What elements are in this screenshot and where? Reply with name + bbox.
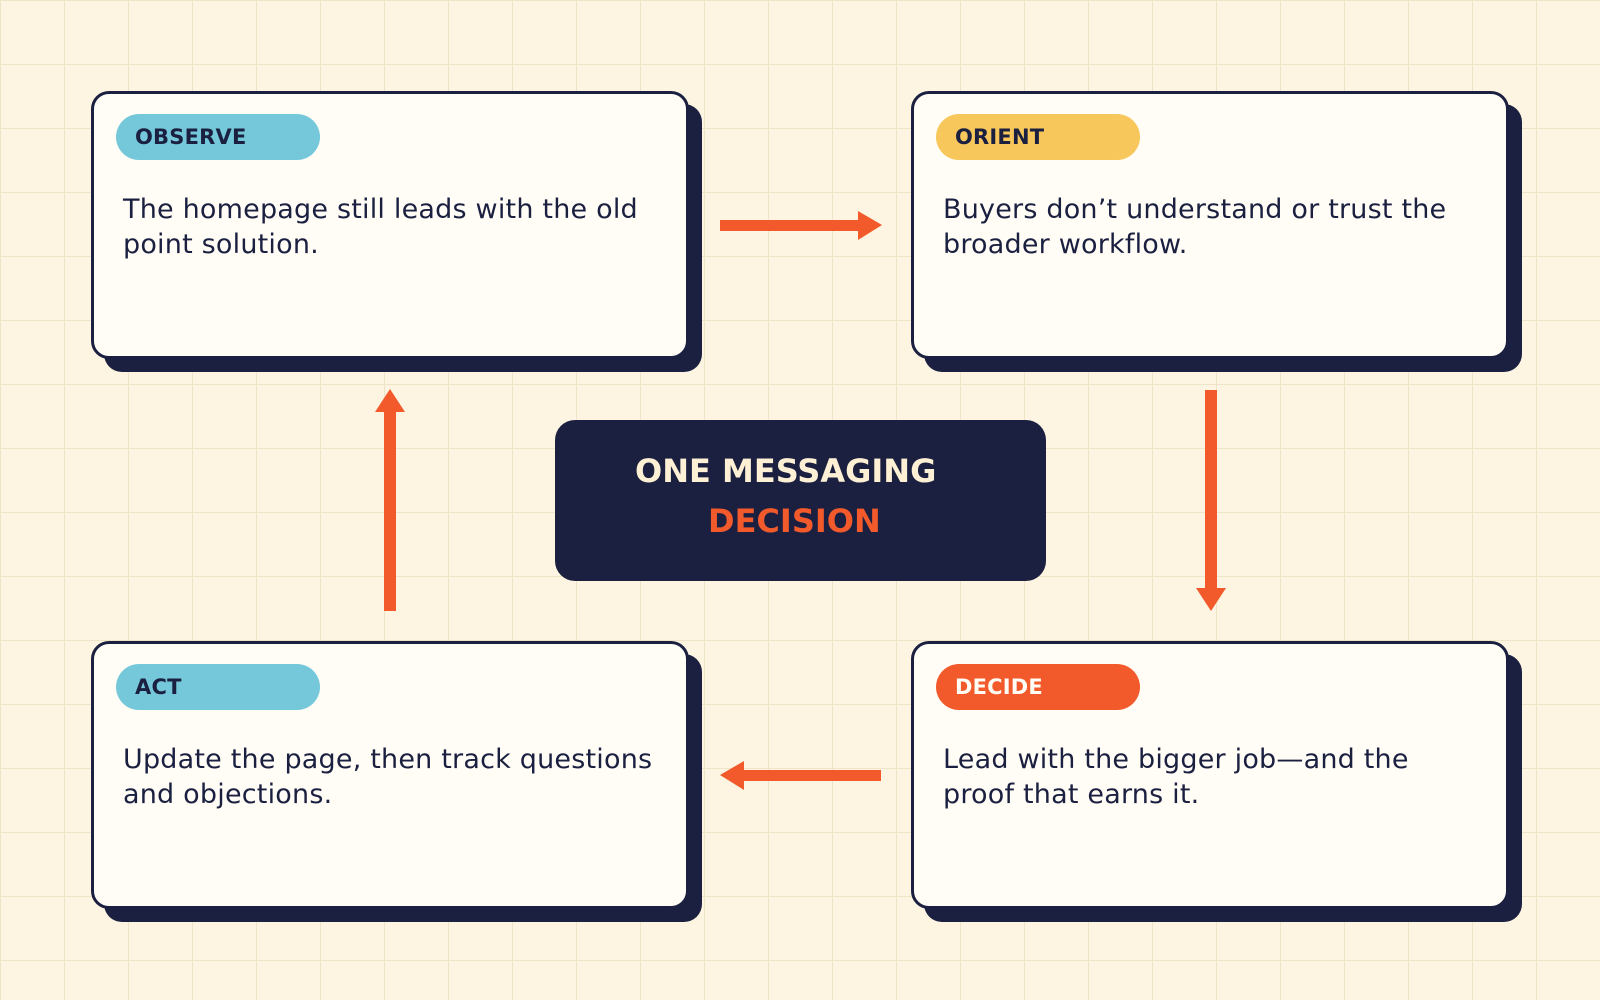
act-card: ACT Update the page, then track question… [91, 641, 689, 909]
center-title-line1: ONE MESSAGING [635, 452, 937, 490]
observe-text: The homepage still leads with the old po… [123, 194, 638, 260]
decide-tag: DECIDE [936, 664, 1140, 710]
decide-card: DECIDE Lead with the bigger job—and the … [911, 641, 1509, 909]
arrow-decide-to-act [720, 761, 881, 790]
arrow-observe-to-orient [720, 211, 882, 240]
orient-text: Buyers don’t understand or trust the bro… [943, 194, 1447, 260]
orient-tag: ORIENT [936, 114, 1140, 160]
observe-tag: OBSERVE [116, 114, 320, 160]
decide-text: Lead with the bigger job—and the proof t… [943, 744, 1409, 810]
center-title-line2: DECISION [708, 502, 881, 540]
center-decision-box: ONE MESSAGING DECISION [555, 420, 1046, 581]
arrow-orient-to-decide [1196, 390, 1226, 611]
arrow-act-to-observe [375, 389, 405, 611]
act-text: Update the page, then track questions an… [123, 744, 653, 810]
orient-card: ORIENT Buyers don’t understand or trust … [911, 91, 1509, 359]
act-tag: ACT [116, 664, 320, 710]
observe-card: OBSERVE The homepage still leads with th… [91, 91, 689, 359]
